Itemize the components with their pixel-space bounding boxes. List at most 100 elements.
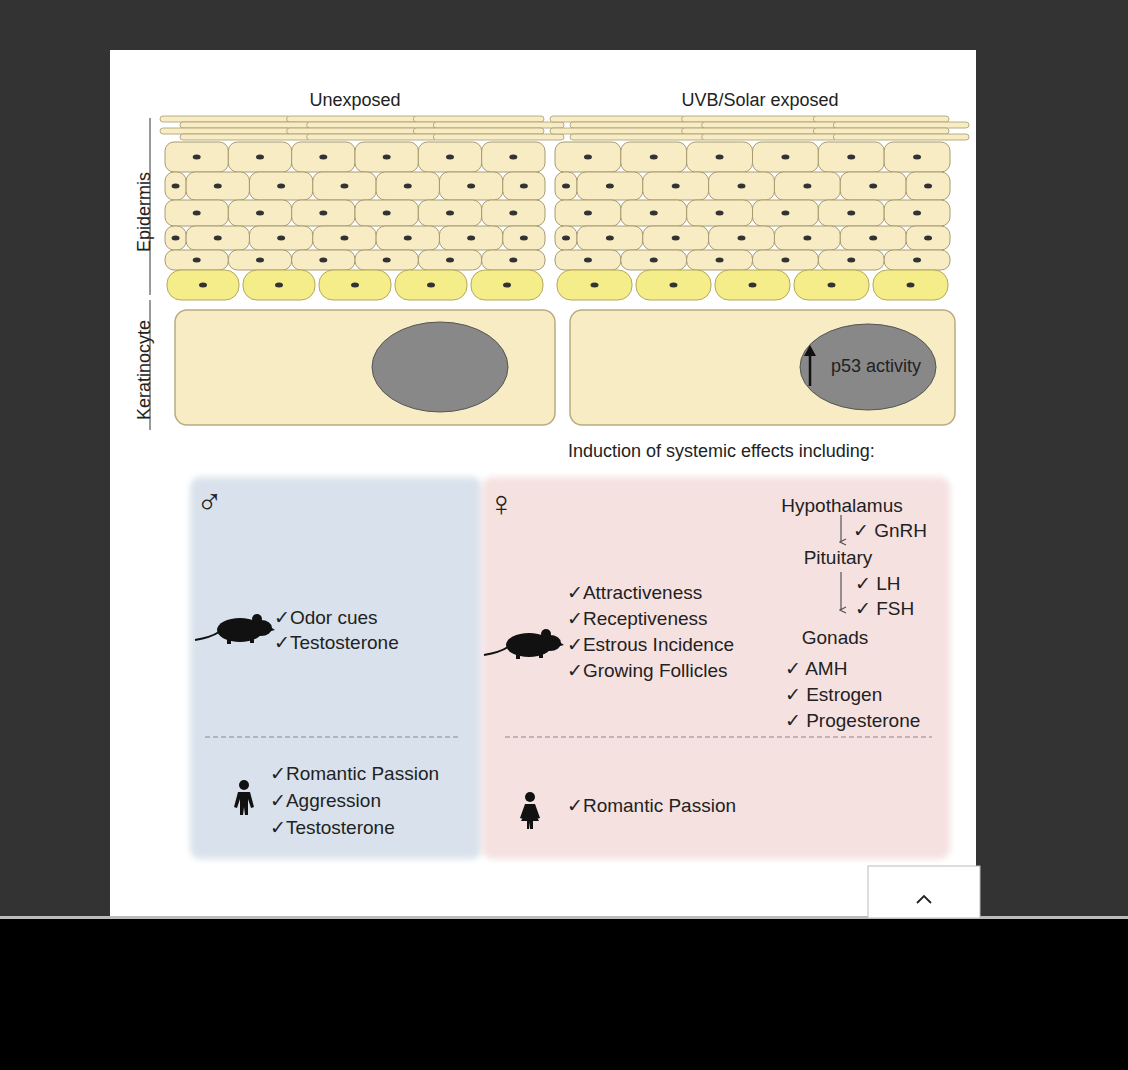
node-text: ✓Estrous Incidence	[567, 634, 734, 656]
cell-nucleus	[924, 184, 932, 189]
cell-nucleus	[562, 236, 570, 241]
epidermal-cell	[555, 250, 621, 270]
epidermal-cell	[774, 172, 840, 200]
basal-cell	[471, 270, 543, 300]
epidermal-cell	[884, 142, 950, 172]
cascade-arrow	[840, 515, 841, 542]
sex-symbol: ♂	[196, 481, 223, 522]
node-text: p53 activity	[831, 356, 921, 377]
epidermal-cell	[376, 172, 439, 200]
epidermal-cell	[418, 200, 481, 226]
cell-nucleus	[716, 258, 724, 263]
epidermal-cell	[439, 172, 502, 200]
cell-nucleus	[606, 236, 614, 241]
cell-nucleus	[172, 236, 180, 241]
cell-nucleus	[591, 283, 599, 288]
node-text: ✓ AMH	[785, 658, 847, 680]
epidermal-cell	[818, 200, 884, 226]
cell-nucleus	[509, 258, 517, 263]
node-text: ✓ FSH	[855, 598, 914, 620]
basal-cell	[243, 270, 315, 300]
label: Keratinocyte	[134, 320, 155, 420]
cell-nucleus	[650, 258, 658, 263]
label: Induction of systemic effects including:	[568, 441, 875, 462]
epidermal-cell	[753, 250, 819, 270]
epidermal-cell	[906, 172, 950, 200]
node-text: ✓Growing Follicles	[567, 660, 728, 682]
cell-nucleus	[650, 211, 658, 216]
epidermal-cell	[503, 172, 545, 200]
node-text: ✓Receptiveness	[567, 608, 708, 630]
epidermal-cell	[228, 200, 291, 226]
dashed-divider	[505, 737, 932, 738]
basal-cell	[715, 270, 790, 300]
cell-nucleus	[847, 155, 855, 160]
node-text: ✓Romantic Passion	[270, 763, 439, 785]
epidermal-cell	[186, 172, 249, 200]
epidermal-cell	[439, 226, 502, 250]
cell-nucleus	[803, 236, 811, 241]
cell-nucleus	[520, 184, 528, 189]
cell-nucleus	[404, 184, 412, 189]
epidermal-cell	[555, 172, 577, 200]
cell-nucleus	[446, 155, 454, 160]
cell-nucleus	[319, 155, 327, 160]
epidermal-cell	[355, 200, 418, 226]
epidermal-cell	[818, 142, 884, 172]
epidermal-cell	[292, 250, 355, 270]
cell-nucleus	[277, 184, 285, 189]
cell-nucleus	[781, 258, 789, 263]
cell-nucleus	[584, 211, 592, 216]
epidermal-cell	[418, 142, 481, 172]
corneum-layer	[180, 134, 311, 140]
cell-nucleus	[562, 184, 570, 189]
node-text: ✓ Estrogen	[785, 684, 882, 706]
node-text: ✓Attractiveness	[567, 582, 702, 604]
epidermal-cell	[687, 142, 753, 172]
corneum-layer	[682, 116, 818, 122]
node-text: ✓ GnRH	[853, 520, 927, 542]
corneum-layer	[682, 128, 818, 134]
cell-nucleus	[404, 236, 412, 241]
cell-nucleus	[749, 283, 757, 288]
cell-nucleus	[716, 155, 724, 160]
cascade-arrow	[840, 572, 841, 610]
cell-nucleus	[913, 155, 921, 160]
epidermal-cell	[186, 226, 249, 250]
chevron-icon	[917, 896, 931, 903]
epidermal-cell	[355, 250, 418, 270]
cell-nucleus	[383, 258, 391, 263]
cell-nucleus	[427, 283, 435, 288]
node-text: ✓Testosterone	[274, 632, 399, 654]
corneum-layer	[413, 128, 544, 134]
scroll-top-button	[868, 866, 980, 918]
epidermal-cell	[165, 200, 228, 226]
epidermal-cell	[165, 250, 228, 270]
corneum-layer	[570, 122, 706, 128]
node-text: Gonads	[802, 627, 869, 649]
node-text: ✓Odor cues	[274, 607, 378, 629]
corneum-layer	[550, 128, 686, 134]
basal-cell	[319, 270, 391, 300]
node-text: Hypothalamus	[781, 495, 902, 517]
epidermal-cell	[709, 172, 775, 200]
corneum-layer	[833, 122, 969, 128]
cell-nucleus	[509, 211, 517, 216]
basal-cell	[395, 270, 467, 300]
cell-nucleus	[275, 283, 283, 288]
cell-nucleus	[256, 155, 264, 160]
node-text: Pituitary	[804, 547, 873, 569]
epidermal-cell	[906, 226, 950, 250]
group-panel: ♂ ✓Odor cues ✓Testosterone ✓Romantic Passio…	[188, 475, 480, 860]
cell-nucleus	[672, 184, 680, 189]
epidermal-cell	[165, 172, 186, 200]
epidermal-cell	[355, 142, 418, 172]
basal-cell	[557, 270, 632, 300]
epidermal-cell	[292, 200, 355, 226]
epidermal-cell	[249, 226, 312, 250]
corneum-layer	[702, 134, 838, 140]
corneum-layer	[180, 122, 311, 128]
node-text: ✓Aggression	[270, 790, 381, 812]
label: Epidermis	[134, 172, 155, 252]
